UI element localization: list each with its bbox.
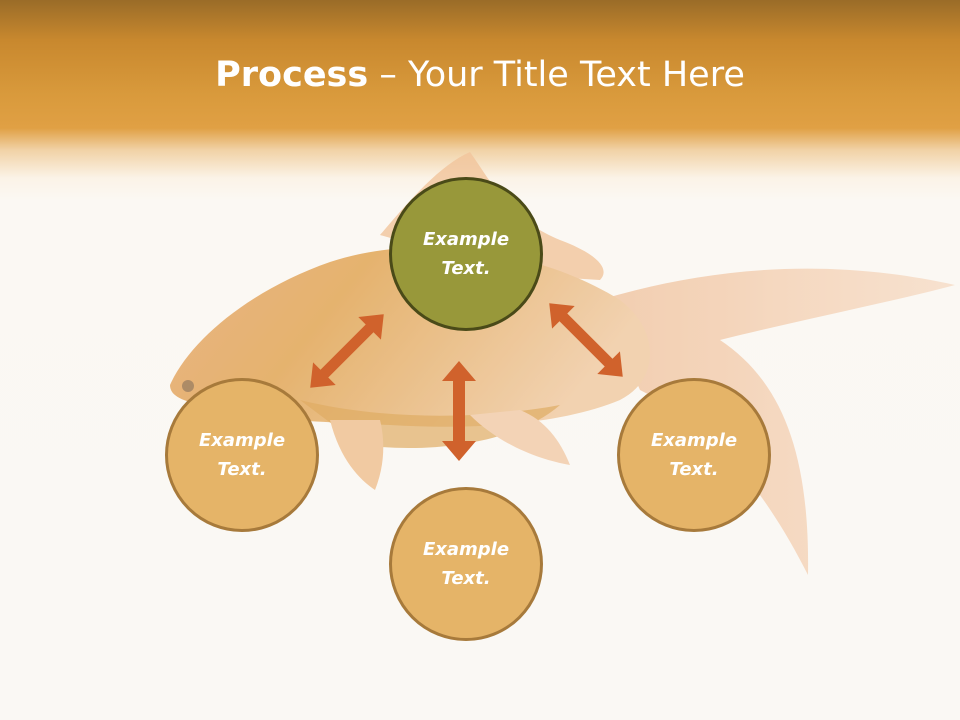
arrow-top-left xyxy=(310,314,384,388)
title-bold-part: Process xyxy=(215,55,369,95)
arrow-center-vertical xyxy=(442,361,476,461)
process-node-left: Example Text. xyxy=(165,378,319,532)
process-node-top: Example Text. xyxy=(389,177,543,331)
node-left-text: Example Text. xyxy=(198,430,286,480)
node-right-text: Example Text. xyxy=(650,430,738,480)
process-node-bottom: Example Text. xyxy=(389,487,543,641)
slide-title: Process – Your Title Text Here xyxy=(0,52,960,98)
arrow-top-right xyxy=(549,303,623,377)
node-top-text: Example Text. xyxy=(422,229,510,279)
title-rest-part: – Your Title Text Here xyxy=(368,55,745,95)
process-node-right: Example Text. xyxy=(617,378,771,532)
node-bottom-text: Example Text. xyxy=(422,539,510,589)
